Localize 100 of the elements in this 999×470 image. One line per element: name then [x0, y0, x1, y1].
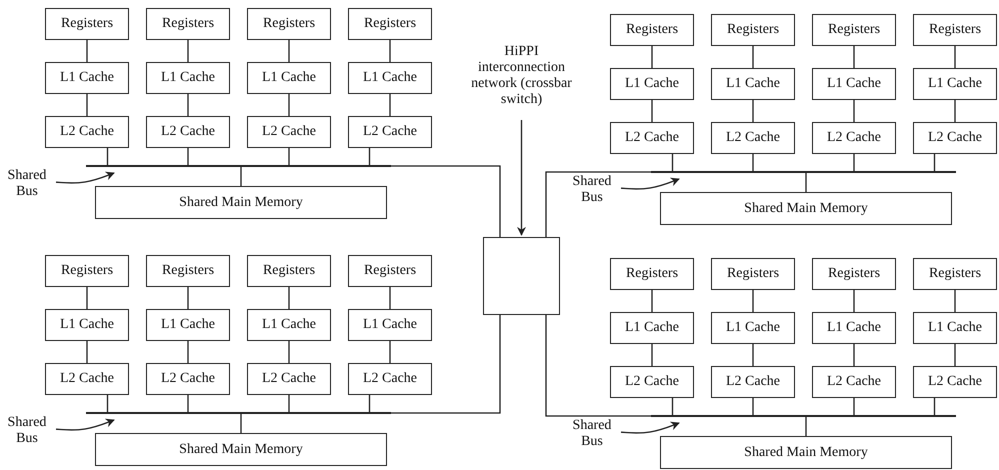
- component-box: [711, 258, 795, 290]
- connector-line: [288, 287, 290, 309]
- component-box: [913, 312, 997, 344]
- connector-line: [368, 148, 370, 165]
- component-box: [45, 116, 129, 148]
- connector-line: [288, 148, 290, 165]
- connector-line: [389, 341, 391, 363]
- switch-box: [483, 237, 560, 315]
- connector-line: [853, 100, 855, 122]
- component-box: [711, 68, 795, 100]
- connector-line: [954, 290, 956, 312]
- box-label: Registers: [162, 16, 214, 32]
- box-label: L1 Cache: [362, 70, 418, 86]
- box-label: Registers: [928, 22, 982, 38]
- connector-line: [934, 398, 936, 415]
- component-box: [610, 68, 694, 100]
- connector-line: [752, 344, 754, 366]
- connector-line: [853, 46, 855, 68]
- component-box: [146, 363, 230, 395]
- component-box: [45, 255, 129, 287]
- component-box: [812, 312, 896, 344]
- box-label: L2 Cache: [362, 371, 418, 387]
- memory-box: [95, 186, 387, 219]
- box-label: Registers: [828, 22, 880, 38]
- component-box: [711, 312, 795, 344]
- component-box: [913, 122, 997, 154]
- component-box: [45, 62, 129, 94]
- box-label: L2 Cache: [60, 371, 114, 387]
- connector-line: [187, 40, 189, 62]
- component-box: [812, 14, 896, 46]
- box-label: L2 Cache: [160, 371, 216, 387]
- component-box: [247, 116, 331, 148]
- box-label: Registers: [162, 263, 214, 279]
- connector-line: [954, 100, 956, 122]
- box-label: L1 Cache: [60, 70, 114, 86]
- component-box: [247, 309, 331, 341]
- box-label: L2 Cache: [928, 130, 982, 146]
- box-label: Shared Main Memory: [744, 444, 868, 460]
- leader-arrow: [620, 178, 680, 190]
- box-label: Registers: [626, 266, 678, 282]
- component-box: [247, 62, 331, 94]
- component-box: [45, 363, 129, 395]
- component-box: [610, 258, 694, 290]
- connector-line: [240, 414, 242, 433]
- connector-line: [86, 341, 88, 363]
- connector-line: [187, 395, 189, 412]
- connector-line: [752, 154, 754, 171]
- box-label: L2 Cache: [826, 374, 882, 390]
- connector-line: [240, 167, 242, 186]
- connector-line: [187, 287, 189, 309]
- box-label: L2 Cache: [262, 124, 316, 140]
- connector-line: [954, 344, 956, 366]
- memory-box: [660, 192, 952, 225]
- connector-line: [86, 94, 88, 116]
- leader-arrow: [56, 418, 115, 431]
- box-label: L1 Cache: [928, 320, 982, 336]
- box-label: L1 Cache: [262, 70, 316, 86]
- box-label: L1 Cache: [160, 70, 216, 86]
- connector-line: [954, 46, 956, 68]
- component-box: [913, 258, 997, 290]
- leader-arrow: [620, 422, 680, 434]
- connector-line: [391, 165, 501, 237]
- component-box: [812, 68, 896, 100]
- connector-line: [106, 395, 108, 412]
- connector-line: [934, 154, 936, 171]
- box-label: Shared Main Memory: [179, 194, 303, 210]
- bus-line: [651, 171, 956, 173]
- box-label: Registers: [262, 16, 316, 32]
- bus-line: [651, 415, 956, 417]
- connector-line: [545, 315, 651, 417]
- box-label: L2 Cache: [928, 374, 982, 390]
- component-box: [812, 366, 896, 398]
- component-box: [610, 366, 694, 398]
- leader-arrow: [517, 120, 526, 236]
- component-box: [146, 116, 230, 148]
- box-label: L1 Cache: [624, 76, 680, 92]
- connector-line: [853, 398, 855, 415]
- component-box: [610, 14, 694, 46]
- box-label: Shared Main Memory: [179, 442, 303, 458]
- box-label: Shared Main Memory: [744, 200, 868, 216]
- connector-line: [651, 290, 653, 312]
- memory-box: [95, 433, 387, 466]
- callout-text: Shared Bus: [6, 168, 48, 200]
- component-box: [610, 312, 694, 344]
- box-label: Registers: [726, 266, 780, 282]
- connector-line: [389, 287, 391, 309]
- connector-line: [288, 94, 290, 116]
- component-box: [146, 309, 230, 341]
- box-label: L2 Cache: [262, 371, 316, 387]
- box-label: Registers: [626, 22, 678, 38]
- connector-line: [545, 171, 651, 237]
- box-label: L2 Cache: [362, 124, 418, 140]
- component-box: [711, 122, 795, 154]
- bus-line: [86, 165, 391, 167]
- callout-text: HiPPI interconnection network (crossbar switch): [470, 44, 573, 108]
- component-box: [348, 116, 432, 148]
- component-box: [348, 255, 432, 287]
- connector-line: [805, 173, 807, 192]
- component-box: [711, 366, 795, 398]
- connector-line: [187, 148, 189, 165]
